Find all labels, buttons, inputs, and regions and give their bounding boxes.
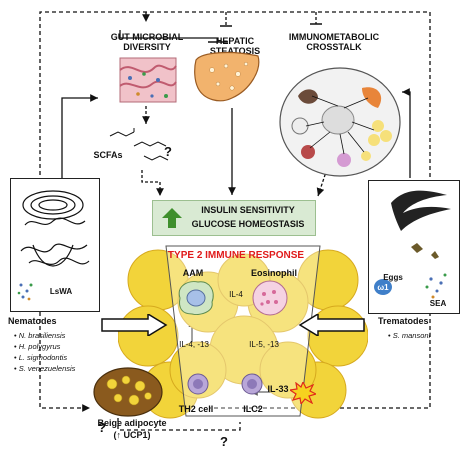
nematode-species: H. polygyrus	[14, 341, 75, 352]
left-big-arrow-icon	[101, 314, 168, 336]
glucose-label: GLUCOSE HOMEOSTASIS	[191, 219, 305, 229]
aam-cell-illustration	[178, 281, 214, 315]
il4-label: IL-4	[229, 290, 243, 299]
nematodes-species-list: N. brasiliensis H. polygyrus L. sigmodon…	[14, 330, 76, 374]
ilc2-label: ILC2	[243, 404, 263, 414]
th2-label: TH2 cell	[178, 404, 214, 414]
top-dashed-loop	[39, 11, 431, 180]
trematodes-title: Trematodes	[378, 316, 429, 326]
right-big-arrow-icon	[298, 314, 365, 336]
insulin-label: INSULIN SENSITIVITY	[201, 205, 295, 215]
up-arrow-icon	[162, 208, 182, 228]
il513-label: IL-5, -13	[249, 340, 279, 349]
scfas-label: SCFAs	[93, 150, 123, 160]
nematode-species: N. brasiliensis	[14, 330, 75, 341]
hepatic-label: HEPATIC STEATOSIS	[209, 36, 261, 57]
nematodes-title: Nematodes	[8, 316, 57, 326]
question-mark-bottom-left: ?	[98, 420, 106, 435]
trematode-worms-illustration	[374, 190, 451, 299]
beige-adipocyte-illustration	[93, 367, 163, 417]
nematode-worms-illustration	[17, 190, 90, 301]
trematode-species: S. mansoni	[388, 330, 431, 341]
ucp1-label: (↑ UCP1)	[113, 430, 151, 440]
type2-title: TYPE 2 IMMUNE RESPONSE	[167, 250, 305, 261]
il33-label: IL-33	[267, 384, 289, 394]
trematodes-species-list: S. mansoni	[388, 330, 431, 341]
eggs-label: Eggs	[383, 273, 403, 282]
lswa-label: LsWA	[49, 287, 73, 296]
insulin-sensitivity-box: INSULIN SENSITIVITY GLUCOSE HOMEOSTASIS	[152, 200, 316, 236]
eosinophil-label: Eosinophil	[251, 268, 297, 278]
il413-label: IL-4, -13	[179, 340, 209, 349]
trematodes-panel: Eggs SEA ω1	[368, 180, 460, 314]
liver-illustration	[194, 51, 260, 102]
aam-label: AAM	[182, 268, 204, 278]
il33-burst-icon	[290, 382, 316, 404]
question-mark-bottom-center: ?	[220, 434, 228, 449]
immunometabolic-crosstalk-circle	[279, 67, 401, 177]
gut-label: GUT MICROBIAL DIVERSITY	[110, 32, 184, 53]
immuno-label: IMMUNOMETABOLIC CROSSTALK	[288, 32, 380, 53]
nematodes-panel: LsWA	[10, 178, 100, 312]
eosinophil-cell-illustration	[252, 280, 288, 316]
scfa-molecules	[109, 128, 169, 161]
nematode-species: L. sigmodontis	[14, 352, 75, 363]
nematode-species: S. venezuelensis	[14, 363, 76, 374]
gut-tissue-illustration	[119, 57, 177, 103]
th2-ilc2-cells	[187, 373, 263, 395]
beige-label: Beige adipocyte	[97, 418, 167, 428]
omega1-label: ω1	[377, 283, 389, 292]
question-mark-gut: ?	[164, 144, 172, 159]
sea-label: SEA	[429, 299, 447, 308]
